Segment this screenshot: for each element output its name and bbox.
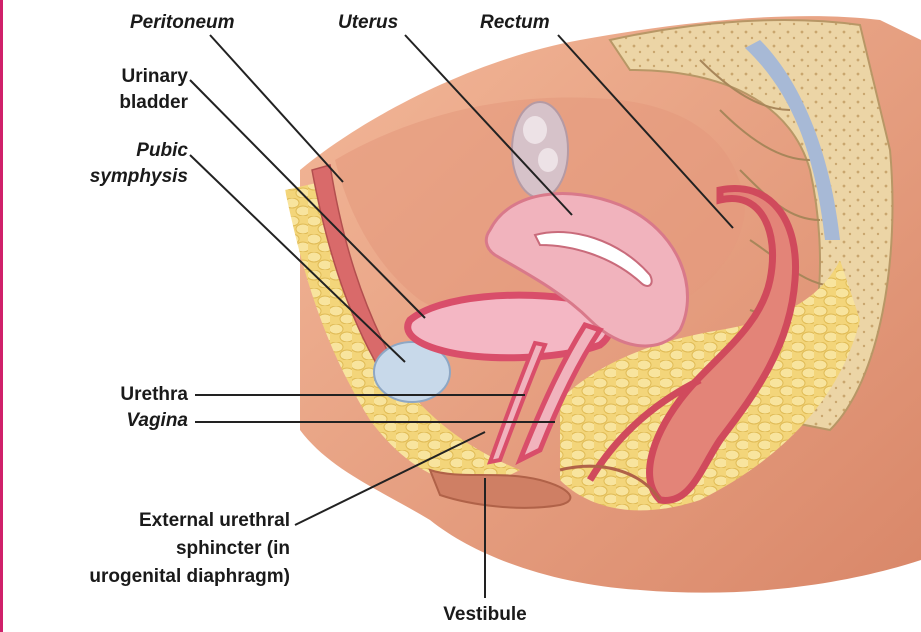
leader-rectum bbox=[558, 35, 733, 228]
label-urinary-line2: bladder bbox=[60, 92, 188, 114]
leader-uterus bbox=[405, 35, 572, 215]
label-pubic-line2: symphysis bbox=[60, 166, 188, 188]
label-sphincter-line3: urogenital diaphragm) bbox=[40, 566, 290, 588]
leader-sphincter bbox=[295, 432, 485, 525]
label-sphincter-line2: sphincter (in bbox=[40, 538, 290, 560]
label-vagina: Vagina bbox=[60, 410, 188, 432]
leader-urinary-bladder bbox=[190, 80, 425, 318]
leader-peritoneum bbox=[210, 35, 343, 182]
leader-pubic-symphysis bbox=[190, 155, 405, 362]
label-pubic-line1: Pubic bbox=[60, 140, 188, 162]
label-rectum: Rectum bbox=[480, 12, 550, 34]
label-uterus: Uterus bbox=[338, 12, 398, 34]
label-sphincter-line1: External urethral bbox=[40, 510, 290, 532]
label-vestibule: Vestibule bbox=[400, 604, 570, 626]
label-peritoneum: Peritoneum bbox=[130, 12, 235, 34]
label-urinary-line1: Urinary bbox=[60, 66, 188, 88]
label-urethra: Urethra bbox=[60, 384, 188, 406]
